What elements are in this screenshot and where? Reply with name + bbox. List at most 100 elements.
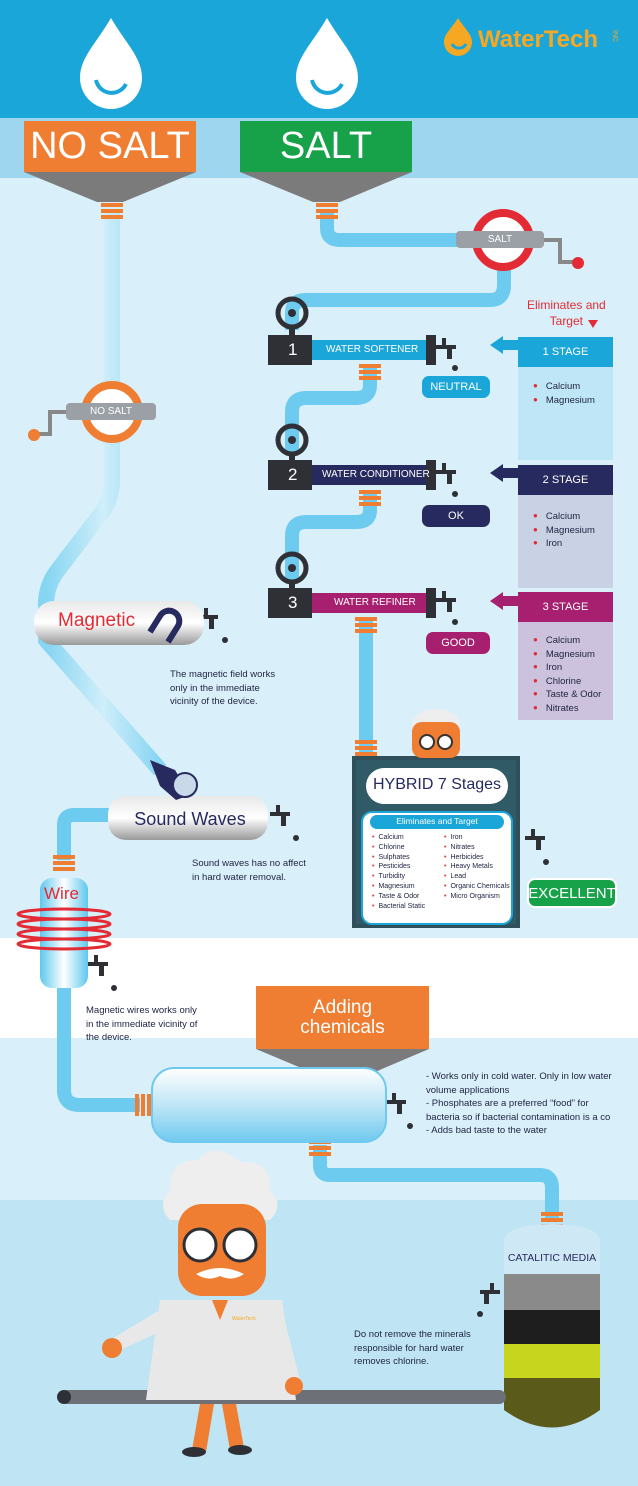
note-line: vicinity of the device. [170, 696, 258, 707]
stage-3-targets: Calcium Magnesium Iron Chlorine Taste & … [533, 634, 601, 716]
sound-waves-note: Sound waves has no affect in hard water … [192, 857, 306, 884]
hybrid-item: Bacterial Static [372, 902, 425, 912]
hybrid-item: Turbidity [372, 872, 425, 882]
note-line: - Works only in cold water. Only in low … [426, 1071, 612, 1082]
hybrid-subtitle: Eliminates and Target [396, 816, 478, 826]
sound-waves-label: Sound Waves [134, 809, 246, 829]
stage-1-rating: NEUTRAL [422, 376, 490, 398]
note-line: in hard water removal. [192, 871, 286, 883]
wire-note: Magnetic wires works only in the immedia… [86, 1004, 197, 1045]
brand-logo: WaterTech [478, 26, 598, 54]
hybrid-list-col1: Calcium Chlorine Sulphates Pesticides Tu… [372, 833, 425, 911]
hybrid-item: Nitrates [444, 843, 510, 853]
chemicals-note: - Works only in cold water. Only in low … [426, 1070, 612, 1138]
stage-1-targets: Calcium Magnesium [533, 380, 595, 407]
hybrid-item: Magnesium [372, 882, 425, 892]
stage-1-machine [268, 296, 436, 365]
hybrid-item: Lead [444, 872, 510, 882]
hybrid-item: Taste & Odor [372, 892, 425, 902]
stage-3-rating: GOOD [426, 632, 490, 654]
hybrid-rating: EXCELLENT [527, 878, 617, 908]
stage-3-label-text: 3 STAGE [542, 601, 589, 613]
note-line: Do not remove the minerals [354, 1329, 471, 1340]
target-item: Magnesium [533, 394, 595, 408]
eliminates-header-line1: Eliminates and [527, 298, 606, 312]
hybrid-item: Herbicides [444, 853, 510, 863]
hybrid-item: Pesticides [372, 862, 425, 872]
magnet-icon [147, 607, 183, 644]
catalytic-label: CATALITIC MEDIA [507, 1252, 597, 1264]
water-drop-label-left: WATER [96, 60, 138, 74]
stage-1-rating-text: NEUTRAL [430, 381, 482, 393]
stage-3-number: 3 [288, 593, 298, 612]
stage-3-label: 3 STAGE [518, 592, 613, 622]
chemicals-label-line2: chemicals [300, 1016, 385, 1038]
target-item: Calcium [533, 634, 601, 648]
hybrid-rating-text: EXCELLENT [528, 884, 616, 902]
professor-illustration [102, 1150, 303, 1457]
stage-2-machine [268, 423, 436, 490]
catalytic-tank [504, 1224, 600, 1428]
note-line: in the immediate vicinity of [86, 1018, 198, 1030]
note-line: The magnetic field works [170, 669, 276, 680]
hybrid-list-col2: Iron Nitrates Herbicides Heavy Metals Le… [444, 833, 510, 902]
note-line: Magnetic wires works only [86, 1005, 197, 1016]
target-item: Nitrates [533, 702, 601, 716]
professor-coat-logo: WaterTech [232, 1316, 256, 1322]
note-line: removes chlorine. [354, 1356, 429, 1367]
magnetic-note: The magnetic field works only in the imm… [170, 668, 275, 709]
stage-1-label: 1 STAGE [518, 337, 613, 367]
stage-3-name: WATER REFINER [334, 597, 416, 608]
hybrid-item: Heavy Metals [444, 862, 510, 872]
water-drop-icon-left [80, 18, 142, 109]
watertech-logo-icon [444, 18, 472, 56]
hybrid-item: Organic Chemicals [444, 882, 509, 892]
faucet-icons [88, 338, 549, 1317]
brand-name: WaterTech [478, 26, 599, 53]
note-line: Sound waves has no affect [192, 858, 306, 869]
stage-2-label: 2 STAGE [518, 465, 613, 495]
no-salt-header: NO SALT [24, 121, 196, 172]
stage-2-rating: OK [422, 505, 490, 527]
stage-3-rating-text: GOOD [441, 637, 475, 649]
note-line: bacteria so if bacterial contamination i… [426, 1111, 611, 1123]
salt-title: SALT [279, 125, 373, 167]
note-line: the device. [86, 1032, 132, 1043]
water-drop-icon-right [296, 18, 358, 109]
target-item: Calcium [533, 380, 595, 394]
no-salt-sign [28, 381, 156, 443]
no-salt-sign-label: NO SALT [89, 406, 133, 417]
salt-prohibition-sign [456, 209, 584, 271]
stage-1-number: 1 [288, 340, 298, 359]
target-item: Iron [533, 537, 595, 551]
note-line: responsible for hard water [354, 1342, 464, 1354]
hybrid-item: Iron [444, 833, 510, 843]
target-item: Iron [533, 661, 601, 675]
target-item: Magnesium [533, 524, 595, 538]
hybrid-item: Sulphates [372, 853, 425, 863]
salt-header: SALT [240, 121, 412, 172]
adding-chemicals-header: Adding chemicals [256, 986, 429, 1049]
stage-2-label-text: 2 STAGE [542, 474, 589, 486]
stage-2-number: 2 [288, 465, 298, 484]
target-item: Magnesium [533, 648, 601, 662]
professor-small-icon [412, 709, 460, 758]
stage-2-name: WATER CONDITIONER [322, 469, 430, 480]
note-line: only in the immediate [170, 682, 260, 694]
hybrid-title: HYBRID 7 Stages [372, 776, 502, 793]
stage-2-targets: Calcium Magnesium Iron [533, 510, 595, 551]
no-salt-title: NO SALT [30, 125, 190, 167]
wire-label: Wire [44, 884, 79, 903]
target-item: Chlorine [533, 675, 601, 689]
magnetic-label: Magnetic [58, 610, 136, 631]
note-line: - Adds bad taste to the water [426, 1125, 547, 1136]
brand-suffix: INC [611, 30, 618, 43]
stage-3-machine [268, 551, 436, 618]
note-line: - Phosphates are a preferred “food” for [426, 1098, 589, 1109]
target-item: Taste & Odor [533, 688, 601, 702]
stage-1-name: WATER SOFTENER [326, 344, 419, 355]
megaphone-icon [150, 760, 198, 800]
chemicals-label-line1: Adding [312, 996, 373, 1018]
stage-1-label-text: 1 STAGE [542, 346, 589, 358]
